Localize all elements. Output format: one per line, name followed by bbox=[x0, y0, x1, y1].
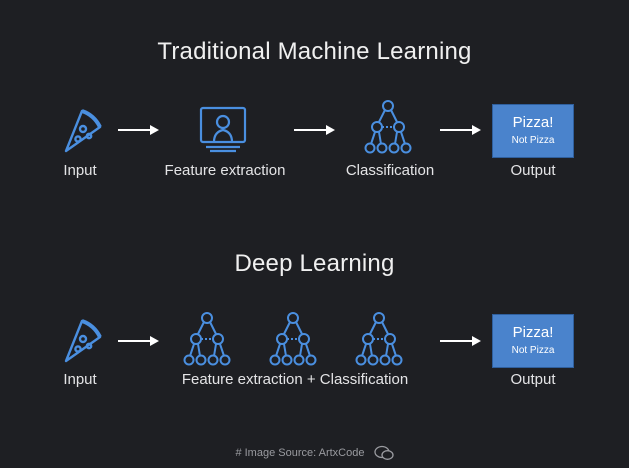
right-arrow-icon bbox=[440, 336, 481, 346]
right-arrow-icon bbox=[118, 125, 159, 135]
output-not-pizza-text: Not Pizza bbox=[511, 345, 555, 356]
output-pizza-text: Pizza! bbox=[512, 114, 554, 131]
input-label: Input bbox=[63, 162, 97, 179]
network-tree-icon bbox=[355, 312, 403, 366]
output-box: Pizza! Not Pizza bbox=[492, 104, 574, 158]
network-tree-icon bbox=[269, 312, 317, 366]
deep-learning-title: Deep Learning bbox=[234, 250, 395, 277]
output-pizza-text: Pizza! bbox=[512, 324, 554, 341]
network-tree-icon bbox=[183, 312, 231, 366]
output-label: Output bbox=[510, 371, 556, 388]
output-label: Output bbox=[510, 162, 556, 179]
person-screen-icon bbox=[199, 106, 247, 153]
feature-extraction-classification-label: Feature extraction + Classification bbox=[181, 371, 409, 388]
traditional-ml-title: Traditional Machine Learning bbox=[157, 38, 472, 65]
output-not-pizza-text: Not Pizza bbox=[511, 135, 555, 146]
image-source-footer: # Image Source: ArtxCode bbox=[0, 445, 629, 461]
network-tree-icon bbox=[364, 100, 412, 154]
image-source-text: # Image Source: ArtxCode bbox=[235, 447, 365, 459]
wechat-icon bbox=[373, 445, 394, 460]
feature-extraction-label: Feature extraction bbox=[164, 162, 286, 179]
pizza-slice-icon bbox=[64, 319, 102, 363]
right-arrow-icon bbox=[294, 125, 335, 135]
right-arrow-icon bbox=[440, 125, 481, 135]
classification-label: Classification bbox=[345, 162, 435, 179]
input-label: Input bbox=[63, 371, 97, 388]
output-box: Pizza! Not Pizza bbox=[492, 314, 574, 368]
right-arrow-icon bbox=[118, 336, 159, 346]
pizza-slice-icon bbox=[64, 109, 102, 153]
